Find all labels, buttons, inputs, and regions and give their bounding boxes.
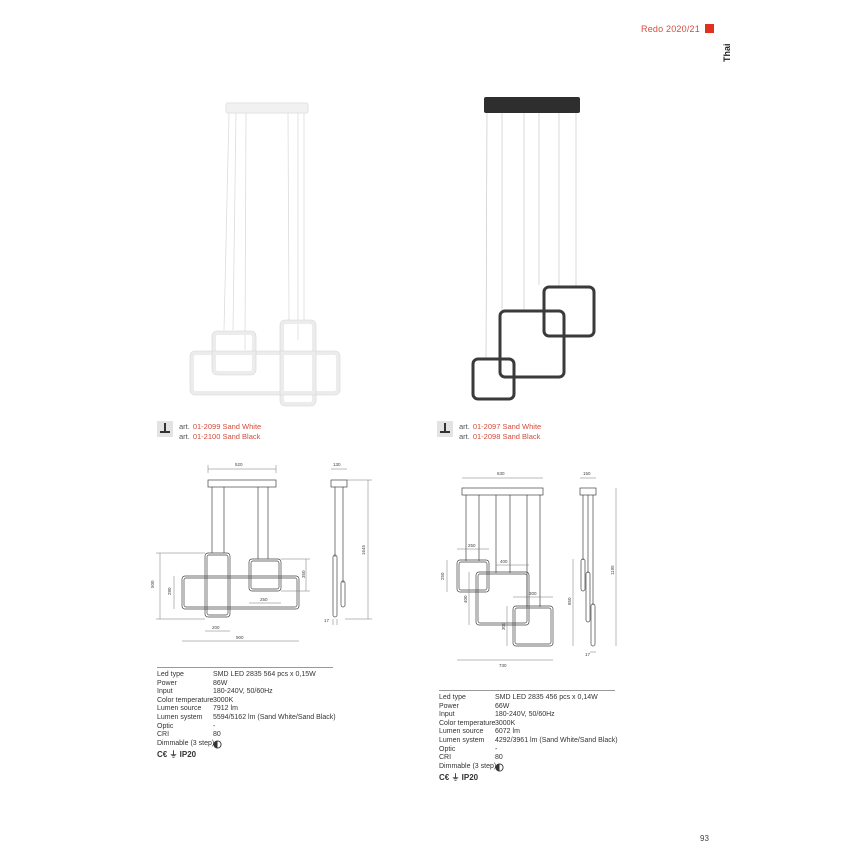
- dim-total-height: 500: [150, 580, 155, 588]
- dim-small-square-height: 250: [440, 572, 445, 580]
- dim-small-square: 250: [468, 543, 476, 548]
- article-line: art.01-2099 Sand White: [179, 422, 262, 431]
- article-block-left: art.01-2099 Sand White art.01-2100 Sand …: [157, 421, 297, 445]
- page-number: 93: [700, 834, 709, 843]
- article-code: 01-2100 Sand Black: [192, 432, 261, 441]
- article-line: art.01-2098 Sand Black: [459, 432, 541, 441]
- dim-large-square: 300: [529, 591, 537, 596]
- technical-drawing-right: 630 250 250 400 400 300 300 730 150 1195…: [440, 471, 617, 668]
- brand-square-icon: [705, 24, 714, 33]
- dim-thickness: 17: [324, 618, 330, 623]
- dim-canopy-width: 520: [235, 462, 243, 467]
- certification-marks: C€ ⏚ IP20: [439, 773, 479, 782]
- product-image-white: [189, 102, 341, 407]
- dim-canopy-depth: 130: [333, 462, 341, 467]
- dim-large-square-height: 300: [501, 622, 506, 630]
- dim-total-width: 900: [236, 635, 244, 640]
- article-code: 01-2099 Sand White: [192, 422, 262, 431]
- pendant-mount-icon: [437, 421, 453, 437]
- article-line: art.01-2097 Sand White: [459, 422, 542, 431]
- dim-total-width: 730: [499, 663, 507, 668]
- dim-square-height: 350: [301, 570, 306, 578]
- dim-canopy-depth: 150: [583, 471, 591, 476]
- dim-mid-square-height: 400: [463, 595, 468, 603]
- dim-drop-height: 850: [567, 597, 572, 605]
- pendant-mount-icon: [157, 421, 173, 437]
- collection-name: Thai: [722, 43, 732, 62]
- dim-max-height: 1645: [361, 544, 366, 555]
- dim-max-height: 1195: [610, 565, 615, 575]
- dim-mid-square: 400: [500, 559, 508, 564]
- dim-thickness: 17: [585, 652, 591, 657]
- dimmable-icon: [213, 740, 222, 753]
- product-image-black: [471, 97, 596, 401]
- dim-square-width: 250: [260, 597, 268, 602]
- dim-vertical-width: 200: [212, 625, 220, 630]
- dimmable-icon: [495, 763, 504, 776]
- technical-drawing-left: 520 500 280 350 250 200 900 130 1645 17: [150, 462, 372, 642]
- article-block-right: art.01-2097 Sand White art.01-2098 Sand …: [437, 421, 577, 445]
- article-code: 01-2097 Sand White: [472, 422, 542, 431]
- dim-inner-height: 280: [167, 587, 172, 595]
- article-code: 01-2098 Sand Black: [472, 432, 541, 441]
- brand-label: Redo 2020/21: [641, 24, 700, 34]
- article-line: art.01-2100 Sand Black: [179, 432, 261, 441]
- dim-canopy-width: 630: [497, 471, 505, 476]
- certification-marks: C€ ⏚ IP20: [157, 750, 197, 759]
